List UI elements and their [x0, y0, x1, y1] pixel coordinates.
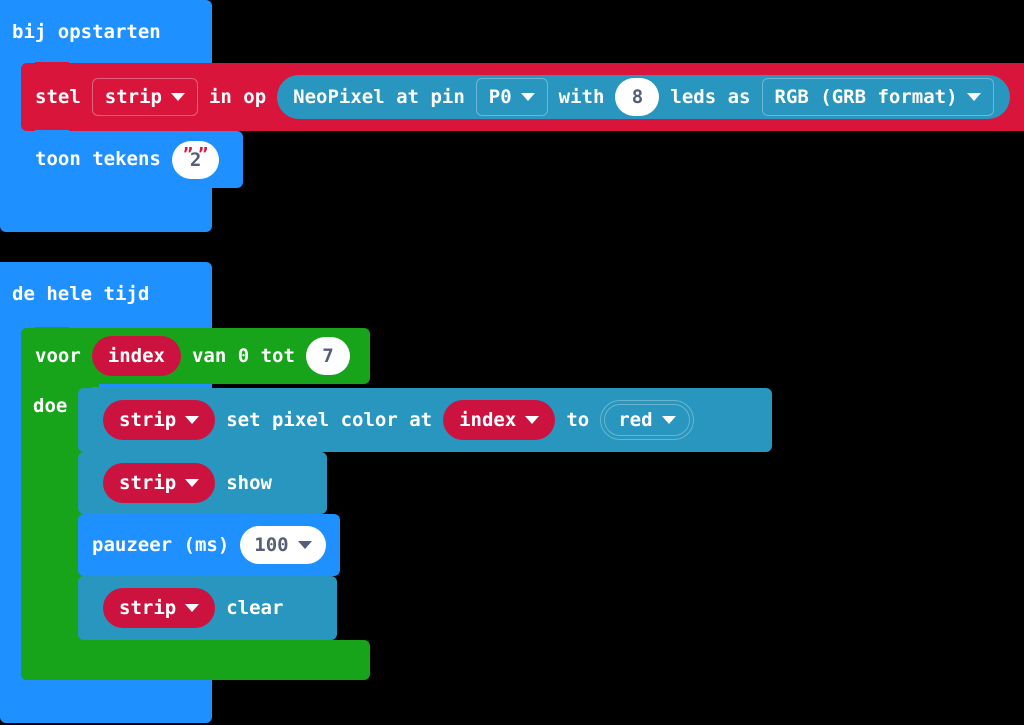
- chevron-down-icon: [297, 541, 312, 549]
- van-0-tot-label: van 0 tot: [191, 344, 295, 367]
- tekens-string-input[interactable]: ” 2 ”: [171, 140, 220, 179]
- set-strip-block[interactable]: stel strip in op NeoPixel at pin P0 with…: [21, 62, 1024, 131]
- chevron-down-icon: [185, 416, 200, 424]
- stel-label: stel: [35, 85, 81, 108]
- voor-label: voor: [35, 344, 81, 367]
- to-label: to: [566, 408, 590, 431]
- rgb-mode-value: RGB (GRB format): [774, 86, 958, 108]
- for-loop-bottom-bar[interactable]: [21, 640, 370, 680]
- index-argument-reporter[interactable]: index: [443, 400, 556, 440]
- chevron-down-icon: [525, 416, 540, 424]
- chevron-down-icon: [661, 416, 676, 424]
- neopixel-at-pin-label: NeoPixel at pin: [293, 85, 465, 108]
- index-argument-value: index: [459, 409, 517, 431]
- block-notch: [92, 575, 126, 582]
- strip-variable-value: strip: [119, 472, 177, 494]
- on-start-hat-label: bij opstarten: [12, 21, 161, 43]
- pause-duration-value: 100: [254, 534, 289, 556]
- show-string-block[interactable]: toon tekens ” 2 ”: [21, 130, 243, 188]
- quote-close: ”: [198, 144, 209, 165]
- strip-variable-reporter[interactable]: strip: [103, 400, 216, 440]
- block-notch: [92, 451, 126, 458]
- block-notch: [92, 387, 126, 394]
- in-op-label: in op: [208, 85, 267, 108]
- tekens-string-value: 2: [189, 148, 202, 171]
- loop-end-input[interactable]: 7: [305, 337, 350, 375]
- pause-duration-input[interactable]: 100: [240, 526, 326, 564]
- show-label: show: [226, 471, 272, 494]
- neopixel-create-reporter[interactable]: NeoPixel at pin P0 with 8 leds as RGB (G…: [277, 75, 1010, 119]
- strip-variable-reporter[interactable]: strip: [103, 588, 216, 628]
- leds-as-label: leds as: [670, 85, 751, 108]
- strip-variable-reporter[interactable]: strip: [103, 463, 216, 503]
- led-count-input[interactable]: 8: [615, 78, 660, 116]
- set-pixel-color-at-label: set pixel color at: [226, 408, 433, 431]
- doe-label: doe: [33, 395, 68, 417]
- strip-variable-value: strip: [119, 597, 177, 619]
- block-notch: [35, 327, 69, 334]
- strip-variable-dropdown[interactable]: strip: [91, 78, 198, 116]
- chevron-down-icon: [520, 93, 535, 101]
- set-pixel-color-block[interactable]: strip set pixel color at index to red: [78, 387, 772, 452]
- strip-show-block[interactable]: strip show: [78, 451, 327, 514]
- chevron-down-icon: [185, 604, 200, 612]
- quote-open: ”: [182, 144, 194, 165]
- forever-hat-label: de hele tijd: [12, 283, 150, 305]
- block-notch: [92, 513, 126, 520]
- clear-label: clear: [226, 596, 284, 619]
- strip-variable-value: strip: [104, 86, 162, 108]
- chevron-down-icon: [966, 93, 981, 101]
- for-loop-header[interactable]: voor index van 0 tot 7: [21, 327, 370, 384]
- loop-end-value: 7: [322, 345, 334, 367]
- led-count-value: 8: [631, 86, 644, 108]
- chevron-down-icon: [185, 479, 200, 487]
- index-variable-value: index: [107, 345, 165, 367]
- chevron-down-icon: [170, 93, 185, 101]
- toon-tekens-label: toon tekens: [35, 148, 161, 170]
- index-variable-reporter[interactable]: index: [91, 336, 181, 376]
- block-notch: [35, 130, 69, 137]
- color-value: red: [618, 409, 653, 431]
- pause-block[interactable]: pauzeer (ms) 100: [78, 513, 340, 576]
- rgb-mode-dropdown[interactable]: RGB (GRB format): [761, 78, 994, 116]
- strip-variable-value: strip: [119, 409, 177, 431]
- pin-value: P0: [488, 86, 512, 108]
- strip-clear-block[interactable]: strip clear: [78, 575, 337, 640]
- block-notch: [35, 62, 69, 69]
- pin-dropdown[interactable]: P0: [475, 78, 548, 116]
- pauzeer-label: pauzeer (ms): [92, 533, 230, 556]
- color-dropdown[interactable]: red: [600, 400, 694, 440]
- with-label: with: [558, 85, 605, 108]
